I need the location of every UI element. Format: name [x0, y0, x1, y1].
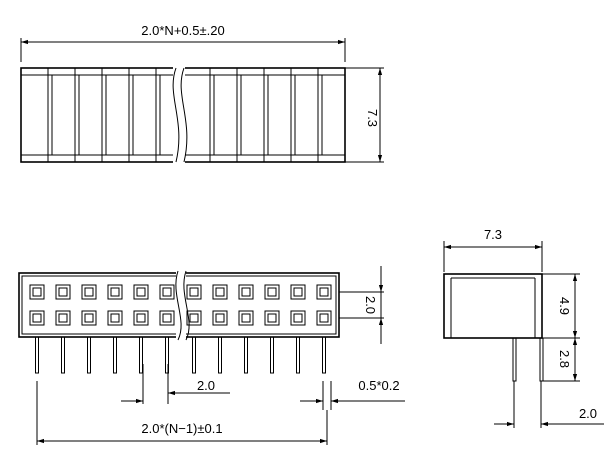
- socket-outer: [133, 310, 149, 326]
- socket-outer: [212, 284, 228, 300]
- socket-inner: [293, 313, 303, 323]
- socket-outer: [290, 284, 306, 300]
- side-body-outline: [443, 273, 543, 339]
- socket-outer: [316, 284, 332, 300]
- pin: [192, 336, 196, 374]
- socket-outer: [186, 310, 202, 326]
- socket-inner: [32, 313, 42, 323]
- socket-outer: [238, 284, 254, 300]
- socket-outer: [186, 284, 202, 300]
- socket-inner: [241, 313, 251, 323]
- pin: [139, 336, 143, 374]
- socket-inner: [162, 287, 172, 297]
- row-pitch-label: 2.0: [363, 296, 378, 314]
- break-line-right: [180, 67, 188, 163]
- pin: [296, 336, 300, 374]
- pin: [113, 336, 117, 374]
- pin: [165, 336, 169, 374]
- socket-grid: [29, 284, 332, 326]
- top-view: 2.0*N+0.5±.20 7.3: [20, 23, 384, 164]
- pin-size-label: 0.5*0.2: [358, 378, 399, 393]
- front-break-line-right: [183, 270, 190, 341]
- socket-inner: [267, 287, 277, 297]
- socket-outer: [107, 310, 123, 326]
- socket-outer: [55, 284, 71, 300]
- side-width-label: 7.3: [484, 227, 502, 242]
- socket-inner: [189, 313, 199, 323]
- socket-inner: [110, 287, 120, 297]
- break-gap: [173, 66, 185, 164]
- socket-outer: [133, 284, 149, 300]
- socket-outer: [159, 310, 175, 326]
- socket-inner: [215, 313, 225, 323]
- pin: [61, 336, 65, 374]
- socket-inner: [215, 287, 225, 297]
- pin-span-label: 2.0*(N−1)±0.1: [141, 421, 222, 436]
- front-view: 2.0 2.0 0.5*0.2 2.0*(N−1)±0.1: [18, 266, 405, 445]
- socket-outer: [107, 284, 123, 300]
- side-pitch-label: 2.0: [579, 406, 597, 421]
- socket-outer: [81, 310, 97, 326]
- socket-inner: [162, 313, 172, 323]
- socket-inner: [110, 313, 120, 323]
- socket-inner: [32, 287, 42, 297]
- side-pin-front: [512, 337, 517, 382]
- body-height-label: 7.3: [365, 109, 380, 127]
- pin: [244, 336, 248, 374]
- pin: [322, 336, 326, 374]
- socket-inner: [58, 313, 68, 323]
- socket-outer: [238, 310, 254, 326]
- break-line-left: [172, 67, 180, 163]
- socket-inner: [189, 287, 199, 297]
- socket-inner: [84, 313, 94, 323]
- socket-outer: [29, 310, 45, 326]
- socket-outer: [290, 310, 306, 326]
- socket-outer: [264, 284, 280, 300]
- top-body-ribs: [47, 68, 323, 162]
- pin: [218, 336, 222, 374]
- pin-length-label: 2.8: [557, 350, 572, 368]
- pin: [270, 336, 274, 374]
- socket-outer: [81, 284, 97, 300]
- socket-inner: [241, 287, 251, 297]
- socket-inner: [293, 287, 303, 297]
- socket-outer: [264, 310, 280, 326]
- pin-row: [35, 336, 326, 374]
- pin: [35, 336, 39, 374]
- overall-length-label: 2.0*N+0.5±.20: [141, 23, 224, 38]
- side-height-label: 4.9: [557, 297, 572, 315]
- pin-pitch-label: 2.0: [197, 378, 215, 393]
- socket-outer: [55, 310, 71, 326]
- side-view: 7.3 4.9 2.8 2.0: [443, 227, 604, 428]
- pin: [87, 336, 91, 374]
- socket-outer: [29, 284, 45, 300]
- socket-inner: [58, 287, 68, 297]
- socket-inner: [84, 287, 94, 297]
- front-break-line-left: [175, 270, 182, 341]
- socket-inner: [136, 313, 146, 323]
- socket-inner: [136, 287, 146, 297]
- socket-outer: [316, 310, 332, 326]
- socket-outer: [212, 310, 228, 326]
- socket-inner: [319, 287, 329, 297]
- socket-inner: [267, 313, 277, 323]
- socket-outer: [159, 284, 175, 300]
- side-pin-rear: [539, 337, 544, 382]
- socket-inner: [319, 313, 329, 323]
